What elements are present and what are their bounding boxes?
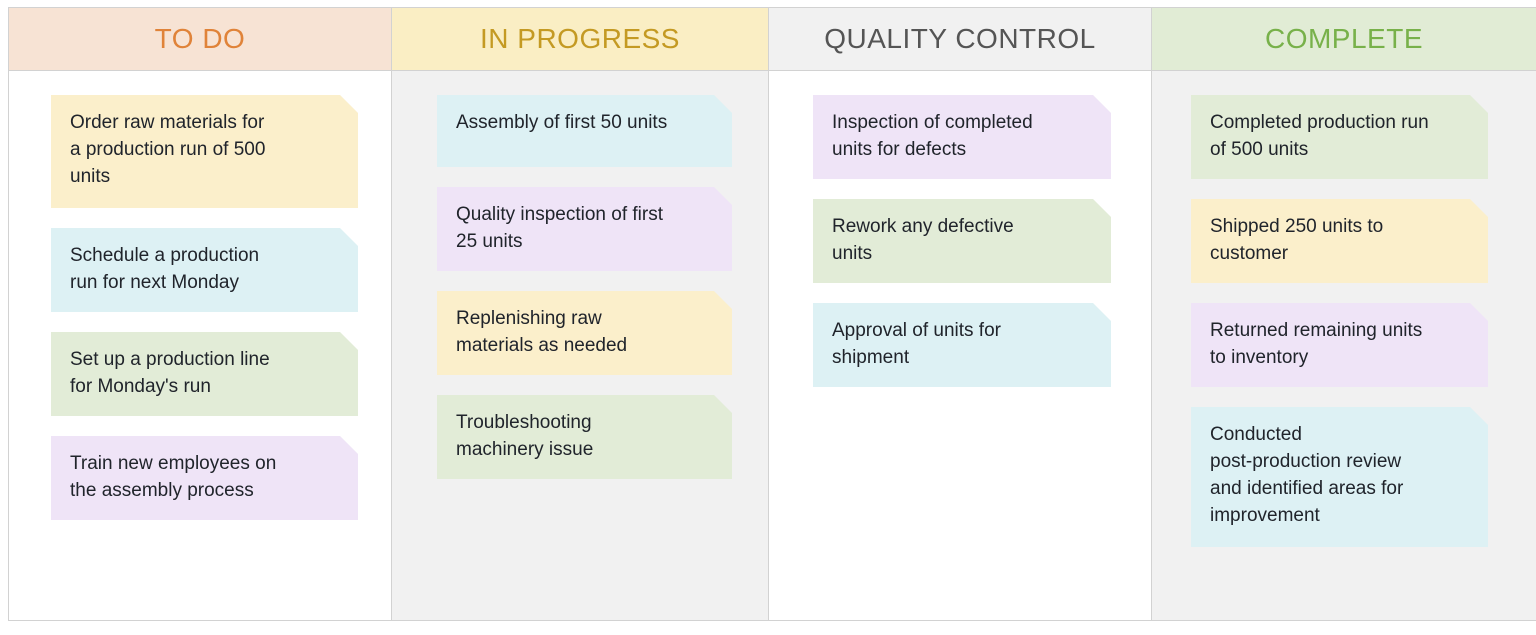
kanban-card-text: Order raw materials for a production run… bbox=[70, 112, 266, 187]
column-header-in-progress: IN PROGRESS bbox=[392, 8, 768, 71]
column-title-in-progress: IN PROGRESS bbox=[480, 23, 680, 54]
kanban-card-text: Inspection of completed units for defect… bbox=[832, 112, 1033, 160]
kanban-card[interactable]: Shipped 250 units to customer bbox=[1191, 199, 1488, 283]
kanban-card[interactable]: Troubleshooting machinery issue bbox=[437, 395, 732, 479]
kanban-card-text: Train new employees on the assembly proc… bbox=[70, 453, 277, 501]
kanban-card[interactable]: Order raw materials for a production run… bbox=[51, 95, 358, 208]
column-title-quality-control: QUALITY CONTROL bbox=[824, 23, 1096, 54]
kanban-card-text: Set up a production line for Monday's ru… bbox=[70, 349, 270, 397]
kanban-card-text: Replenishing raw materials as needed bbox=[456, 308, 628, 356]
kanban-card[interactable]: Returned remaining units to inventory bbox=[1191, 303, 1488, 387]
kanban-card-text: Quality inspection of first 25 units bbox=[456, 204, 663, 252]
kanban-card-text: Completed production run of 500 units bbox=[1210, 112, 1429, 160]
kanban-card-text: Shipped 250 units to customer bbox=[1210, 216, 1384, 264]
kanban-card-text: Approval of units for shipment bbox=[832, 320, 1001, 368]
kanban-card-text: Returned remaining units to inventory bbox=[1210, 320, 1423, 368]
kanban-card[interactable]: Completed production run of 500 units bbox=[1191, 95, 1488, 179]
kanban-card-text: Conducted post-production review and ide… bbox=[1210, 424, 1404, 526]
card-list-to-do: Order raw materials for a production run… bbox=[51, 95, 358, 520]
kanban-card-text: Assembly of first 50 units bbox=[456, 112, 668, 133]
kanban-card[interactable]: Train new employees on the assembly proc… bbox=[51, 436, 358, 520]
kanban-columns-container: TO DO Order raw materials for a producti… bbox=[8, 7, 1536, 621]
column-header-quality-control: QUALITY CONTROL bbox=[769, 8, 1151, 71]
kanban-card[interactable]: Assembly of first 50 units bbox=[437, 95, 732, 167]
column-body-quality-control[interactable]: Inspection of completed units for defect… bbox=[769, 71, 1151, 620]
column-title-complete: COMPLETE bbox=[1264, 23, 1424, 54]
kanban-card[interactable]: Inspection of completed units for defect… bbox=[813, 95, 1111, 179]
column-header-complete: COMPLETE bbox=[1152, 8, 1536, 71]
kanban-card-text: Troubleshooting machinery issue bbox=[456, 412, 594, 460]
kanban-column-quality-control: QUALITY CONTROL Inspection of completed … bbox=[769, 8, 1152, 620]
kanban-card[interactable]: Quality inspection of first 25 units bbox=[437, 187, 732, 271]
kanban-card[interactable]: Approval of units for shipment bbox=[813, 303, 1111, 387]
card-list-quality-control: Inspection of completed units for defect… bbox=[813, 95, 1111, 387]
column-body-to-do[interactable]: Order raw materials for a production run… bbox=[9, 71, 391, 620]
kanban-card-text: Rework any defective units bbox=[832, 216, 1014, 264]
kanban-card[interactable]: Replenishing raw materials as needed bbox=[437, 291, 732, 375]
column-title-to-do: TO DO bbox=[154, 23, 246, 54]
kanban-card[interactable]: Rework any defective units bbox=[813, 199, 1111, 283]
kanban-column-to-do: TO DO Order raw materials for a producti… bbox=[9, 8, 392, 620]
column-header-to-do: TO DO bbox=[9, 8, 391, 71]
kanban-card[interactable]: Set up a production line for Monday's ru… bbox=[51, 332, 358, 416]
kanban-card[interactable]: Conducted post-production review and ide… bbox=[1191, 407, 1488, 547]
kanban-card[interactable]: Schedule a production run for next Monda… bbox=[51, 228, 358, 312]
kanban-column-complete: COMPLETE Completed production run of 500… bbox=[1152, 8, 1536, 620]
kanban-card-text: Schedule a production run for next Monda… bbox=[70, 245, 260, 293]
